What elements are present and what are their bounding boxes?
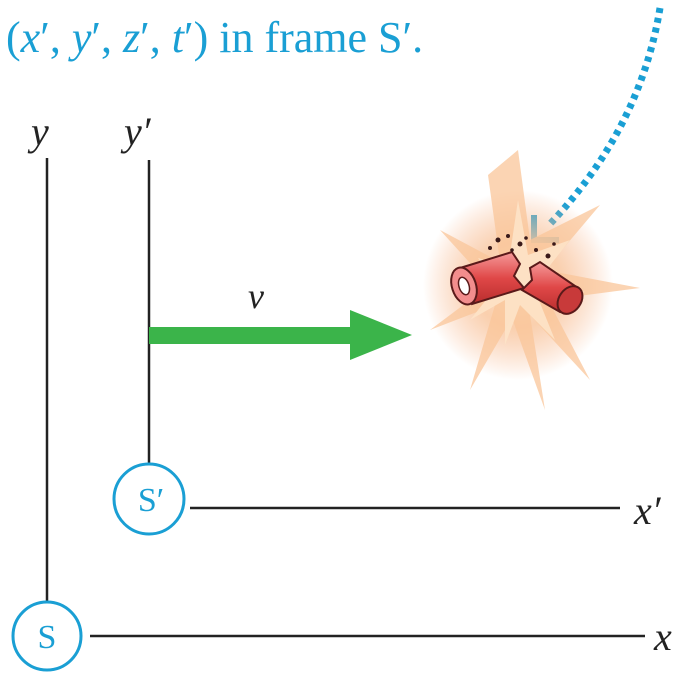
caption-z: z: [122, 13, 140, 62]
frame-s-prime-circle: [112, 462, 186, 536]
caption: (x′, y′, z′, t′) in frame S′.: [6, 13, 423, 62]
caption-x: x: [20, 13, 41, 62]
caption-x-prime: ′,: [40, 13, 72, 62]
x-axis-label: x: [653, 614, 672, 659]
y-axis-label: y: [27, 109, 49, 154]
caption-t: t: [172, 13, 186, 62]
caption-t-prime: ′: [184, 13, 194, 62]
caption-y: y: [68, 13, 92, 62]
y-prime-axis-label: y′: [120, 109, 152, 154]
caption-open: (: [6, 13, 21, 62]
velocity-arrowhead-icon: [350, 310, 412, 360]
velocity-arrow-shaft: [149, 327, 353, 344]
frame-s-label: S: [38, 619, 57, 656]
pointer-dotted-arrow: [545, 7, 664, 229]
frame-s-prime-label: S′: [138, 482, 164, 519]
caption-rest: ) in frame S′.: [194, 13, 424, 62]
velocity-label: v: [248, 276, 264, 316]
x-prime-axis-label: x′: [633, 488, 662, 533]
caption-y-prime: ′,: [91, 13, 123, 62]
frame-s-circle: [11, 600, 83, 672]
caption-z-prime: ′,: [140, 13, 172, 62]
broken-pipe-icon: [450, 234, 584, 315]
